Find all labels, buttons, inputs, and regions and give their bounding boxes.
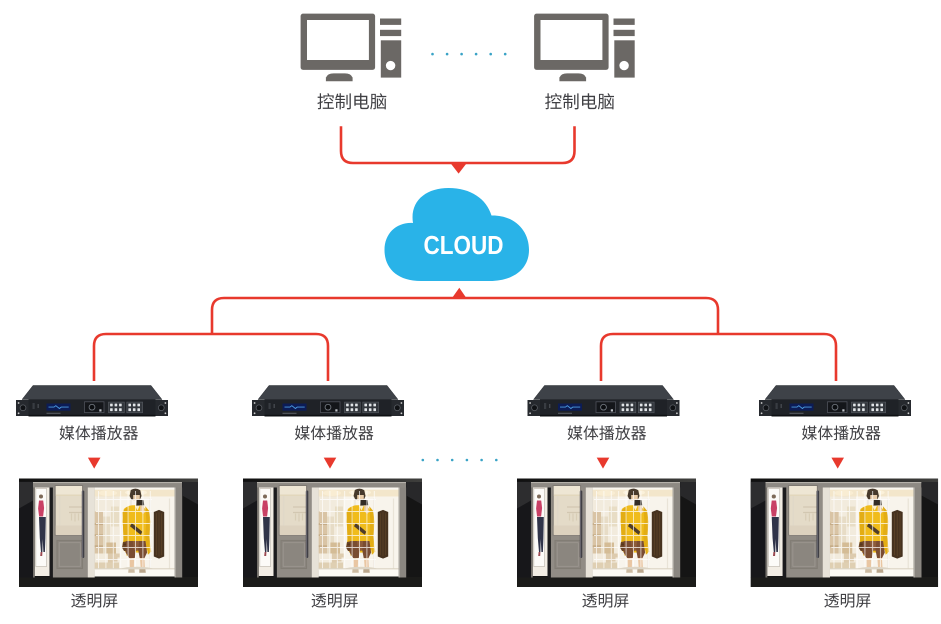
svg-text:CLOUD: CLOUD xyxy=(424,230,504,260)
